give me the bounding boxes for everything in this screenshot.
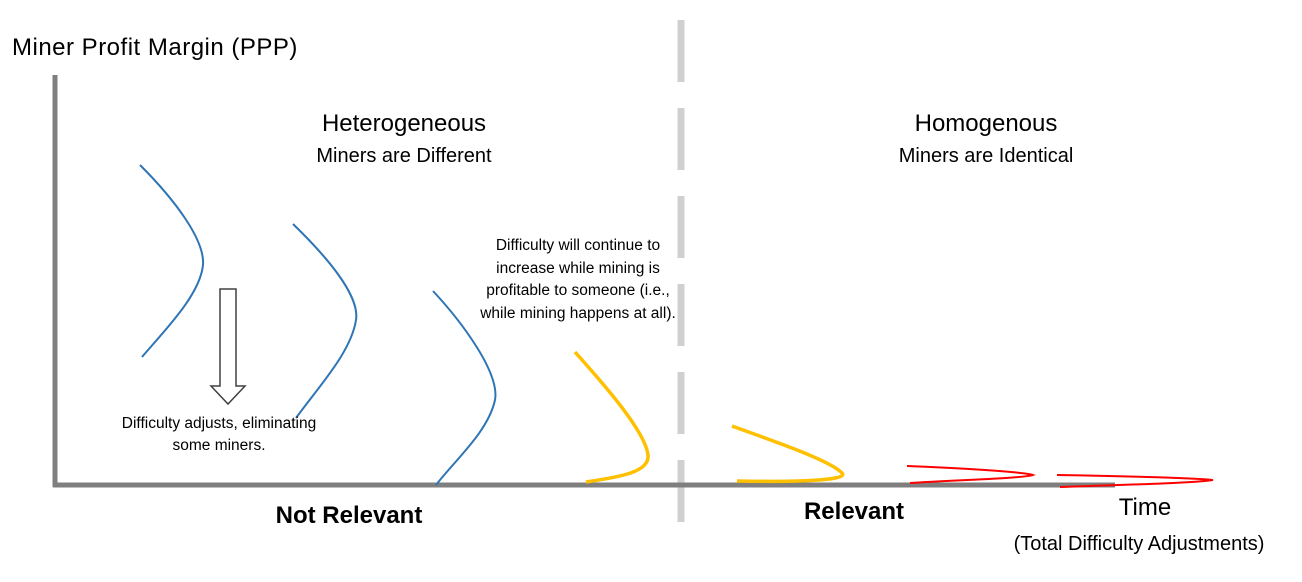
distribution-curve-red-2 bbox=[1056, 474, 1214, 488]
x-axis-sublabel: (Total Difficulty Adjustments) bbox=[1013, 533, 1265, 555]
left-region-subtitle: Miners are Different bbox=[316, 145, 492, 167]
distribution-curve-3 bbox=[432, 290, 497, 486]
distribution-curve-2 bbox=[292, 223, 358, 419]
x-axis-label: Time bbox=[1118, 494, 1172, 521]
y-axis-label: Miner Profit Margin (PPP) bbox=[12, 34, 298, 61]
difficulty-adjusts-note: Difficulty adjusts, eliminating some min… bbox=[121, 415, 317, 454]
right-region-title: Homogenous bbox=[914, 110, 1058, 137]
difficulty-increase-note: Difficulty will continue to increase whi… bbox=[480, 237, 676, 322]
relevant-label: Relevant bbox=[803, 498, 905, 525]
distribution-curve-yellow-2 bbox=[731, 424, 845, 484]
down-arrow-icon bbox=[209, 288, 247, 406]
distribution-curve-1 bbox=[139, 164, 205, 358]
right-region-subtitle: Miners are Identical bbox=[898, 145, 1074, 167]
distribution-curve-yellow-1 bbox=[573, 350, 650, 484]
left-region-title: Heterogeneous bbox=[321, 110, 487, 137]
distribution-curve-red-1 bbox=[906, 465, 1036, 484]
not-relevant-label: Not Relevant bbox=[275, 502, 423, 529]
